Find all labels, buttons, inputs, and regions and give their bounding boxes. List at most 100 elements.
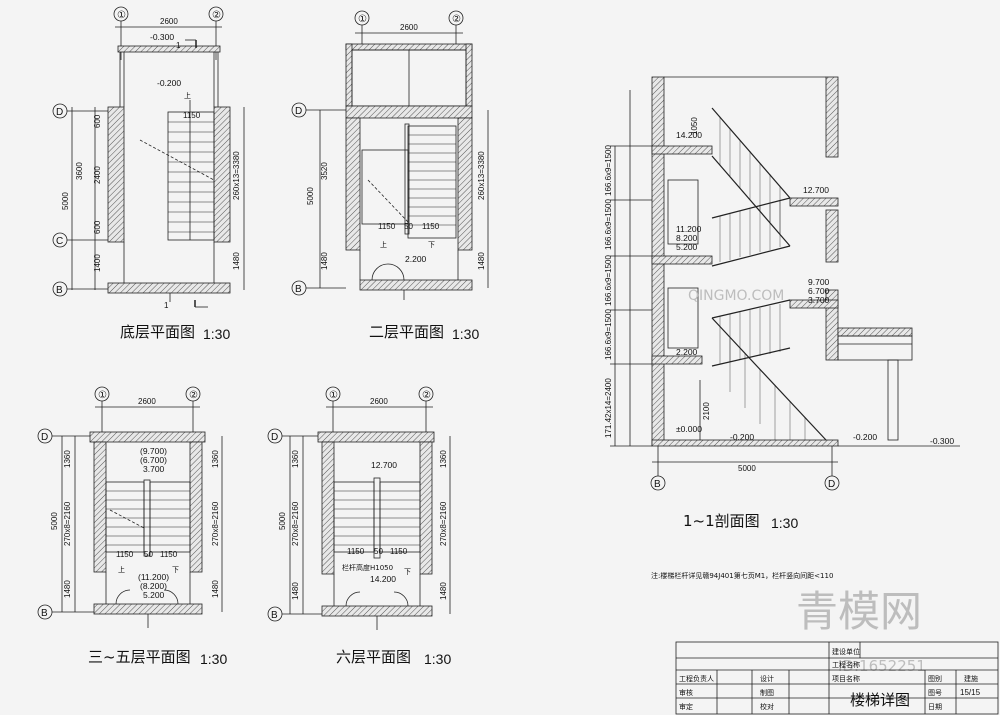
section-level-m0200a: -0.200 [730, 432, 754, 442]
ground-dim-600a: 600 [93, 114, 102, 128]
third-width-dim: 2600 [138, 397, 156, 406]
ground-plan-scale: 1:30 [203, 326, 230, 342]
ground-dim-right-top: 260x13=3380 [232, 151, 241, 200]
tb-row1-c2: 设计 [760, 674, 774, 683]
tb-row1-c3: 项目名称 [832, 674, 860, 683]
section-width-dim: 5000 [738, 464, 756, 473]
sixth-dim-stair-mid: 50 [374, 547, 383, 556]
ground-up-label: 上 [184, 91, 191, 100]
title-block [675, 641, 999, 715]
second-plan-scale: 1:30 [452, 326, 479, 342]
third-level-bottom-3: 5.200 [143, 590, 165, 600]
sixth-axis-2: ② [422, 390, 431, 401]
sixth-dim-right-1480: 1480 [439, 582, 448, 600]
second-dim-5000: 5000 [306, 187, 315, 205]
section-level-0000: ±0.000 [676, 424, 702, 434]
third-level-top-3: 3.700 [143, 464, 165, 474]
section-text: 14.200 12.700 11.200 8.200 5.200 9.700 6… [604, 117, 954, 531]
sixth-axis-1: ① [329, 390, 338, 401]
ground-dim-5000: 5000 [61, 192, 70, 210]
ground-dim-2400: 2400 [93, 166, 102, 184]
section-dim-2: 166.6x9=1500 [604, 199, 613, 250]
third-level-top-1: (9.700) [140, 446, 167, 456]
sixth-plan-title: 六层平面图 [336, 648, 411, 666]
second-down-label: 下 [428, 241, 435, 249]
title-block-text: 建设单位 工程名称 工程负责人 设计 项目名称 图别 建施 审核 制图 楼梯详图… [679, 647, 981, 711]
tb-drawing-name: 楼梯详图 [850, 691, 910, 709]
sixth-floor-plan [267, 386, 451, 630]
section-1-1 [610, 76, 960, 491]
third-dim-left-1360: 1360 [63, 450, 72, 468]
second-dim-stair-mid: 50 [404, 222, 413, 231]
sixth-rail-note: 栏杆高度H1050 [342, 563, 393, 572]
second-axis-2: ② [452, 14, 461, 25]
third-dim-left-2160: 270x8=2160 [63, 501, 72, 546]
tb-row3-c2: 校对 [760, 702, 774, 711]
sixth-dim-left-2160: 270x8=2160 [291, 501, 300, 546]
sixth-dim-stair-left: 1150 [347, 547, 365, 556]
ground-axis-2: ② [212, 10, 221, 21]
second-up-label: 上 [380, 240, 387, 249]
third-axis-2: ② [189, 390, 198, 401]
tb-discipline: 建施 [964, 674, 978, 683]
section-dim-4: 166.6x9=1500 [604, 309, 613, 360]
second-dim-1480: 1480 [320, 252, 329, 270]
section-scale: 1:30 [771, 515, 798, 531]
ground-level-mid: -0.200 [157, 78, 181, 88]
second-axis-d: D [295, 106, 302, 117]
section-level-11200: 11.200 [676, 224, 702, 234]
second-axis-b: B [295, 284, 302, 295]
sixth-level-bottom: 14.200 [370, 574, 396, 584]
second-dim-3520: 3520 [320, 162, 329, 180]
third-dim-right-2160: 270x8=2160 [211, 501, 220, 546]
tb-row1-c1: 工程负责人 [679, 674, 714, 683]
sixth-floor-text: ① ② 2600 D B 1360 270x8=2160 1480 5000 1… [271, 390, 451, 667]
second-dim-right-bottom: 1480 [477, 252, 486, 270]
section-axis-d: D [828, 479, 835, 490]
watermarks: 青模网 QINGMO.COM ID:1652251 [688, 288, 926, 675]
third-axis-1: ① [98, 390, 107, 401]
section-level-8200: 8.200 [676, 233, 698, 243]
tb-row2-c2: 制图 [760, 688, 774, 697]
sixth-dim-right-1360: 1360 [439, 450, 448, 468]
sixth-plan-scale: 1:30 [424, 651, 451, 667]
tb-org: 建设单位 [832, 647, 860, 656]
sixth-dim-stair-right: 1150 [390, 547, 408, 556]
third-level-bottom-1: (11.200) [138, 572, 169, 582]
sixth-dim-5000: 5000 [278, 512, 287, 530]
third-level-bottom-2: (8.200) [140, 581, 167, 591]
general-note: 注:楼梯栏杆详见赣94J401第七页M1，栏杆竖向间距<110 [651, 571, 833, 580]
ground-floor-plan [52, 6, 245, 308]
section-dim-2100: 2100 [702, 402, 711, 420]
section-dim-1: 166.6x9=1500 [604, 145, 613, 196]
ground-section-mark-top: 1 [176, 41, 181, 50]
section-level-14200: 14.200 [676, 130, 702, 140]
third-dim-stair-mid: 50 [144, 550, 153, 559]
tb-row3-c1: 审定 [679, 702, 693, 711]
ground-dim-3600: 3600 [75, 162, 84, 180]
ground-plan-title: 底层平面图 [120, 323, 195, 341]
third-down-label: 下 [172, 566, 179, 574]
ground-axis-b: B [56, 285, 63, 296]
third-dim-5000: 5000 [50, 512, 59, 530]
section-axis-b: B [654, 479, 661, 490]
section-dim-5: 171.42x14=2400 [604, 378, 613, 438]
section-level-12700: 12.700 [803, 185, 829, 195]
ground-dim-1400: 1400 [93, 254, 102, 272]
second-dim-stair-right: 1150 [422, 222, 440, 231]
section-level-6700: 6.700 [808, 286, 830, 296]
third-fifth-floor-plan [37, 386, 223, 628]
third-plan-title: 三~五层平面图 [88, 648, 191, 666]
second-dim-stair-left: 1150 [378, 222, 396, 231]
third-dim-stair-left: 1150 [116, 550, 134, 559]
tb-project: 工程名称 [832, 660, 860, 669]
second-floor-text: ① ② 2600 D B 3520 1480 5000 260x13=3380 … [295, 14, 486, 342]
section-level-5200: 5.200 [676, 242, 698, 252]
ground-width-dim: 2600 [160, 17, 178, 26]
ground-axis-1: ① [117, 10, 126, 21]
tb-sheet: 15/15 [960, 688, 981, 697]
section-level-m0200b: -0.200 [853, 432, 877, 442]
section-title: 1~1剖面图 [683, 512, 760, 530]
sixth-width-dim: 2600 [370, 397, 388, 406]
